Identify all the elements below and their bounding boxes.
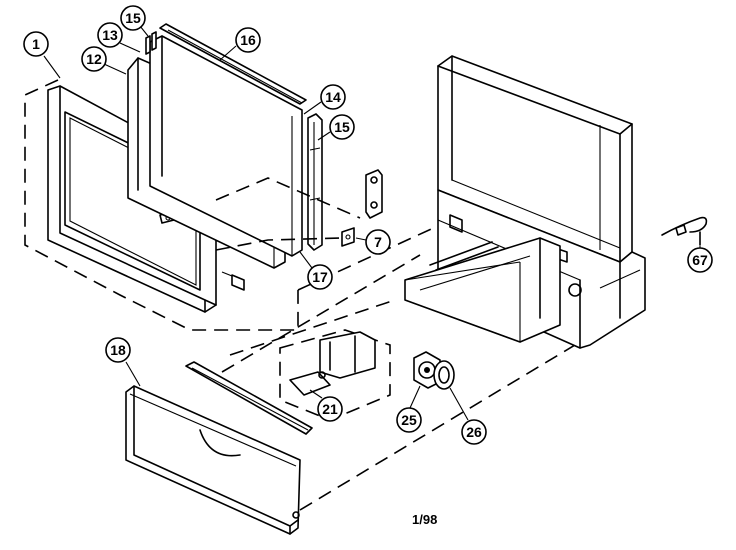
grille-bracket-group [279, 329, 391, 421]
callout-16-label: 16 [240, 32, 256, 48]
front-bottom-cover [125, 385, 301, 535]
callout-1: 1 [23, 31, 61, 79]
callout-17-label: 17 [312, 269, 328, 285]
callout-67-label: 67 [692, 252, 708, 268]
callout-1-label: 1 [32, 36, 40, 52]
callout-14-label: 14 [325, 89, 341, 105]
left-side-strip [145, 31, 157, 55]
callout-67: 67 [687, 246, 713, 273]
callout-12: 12 [81, 46, 127, 75]
mount-bracket [341, 169, 383, 247]
callout-17: 17 [299, 251, 333, 290]
speaker-bar [185, 361, 313, 435]
callout-25-label: 25 [401, 412, 417, 428]
callout-7: 7 [355, 229, 391, 255]
cable [661, 216, 708, 246]
callout-7-label: 7 [374, 234, 382, 250]
tv-cabinet [404, 55, 646, 349]
callout-12-label: 12 [86, 51, 102, 67]
right-side-strip [307, 113, 323, 251]
callout-21-label: 21 [322, 401, 338, 417]
callout-26-label: 26 [466, 424, 482, 440]
callout-13-label: 13 [102, 27, 118, 43]
callout-25: 25 [396, 385, 422, 433]
callout-18: 18 [105, 337, 141, 387]
callout-15-right: 15 [317, 114, 355, 141]
callout-21: 21 [309, 389, 343, 422]
callout-14: 14 [303, 84, 346, 115]
callout-26: 26 [449, 387, 487, 445]
page-code: 1/98 [412, 512, 438, 527]
callout-15-right-label: 15 [334, 119, 350, 135]
callout-15-top-label: 15 [125, 10, 141, 26]
callout-15-top: 15 [120, 5, 149, 37]
callout-16: 16 [219, 27, 261, 61]
back-frame [149, 35, 303, 257]
callout-13: 13 [97, 22, 141, 53]
top-strip [159, 23, 307, 105]
speakers [413, 351, 455, 390]
callout-18-label: 18 [110, 342, 126, 358]
